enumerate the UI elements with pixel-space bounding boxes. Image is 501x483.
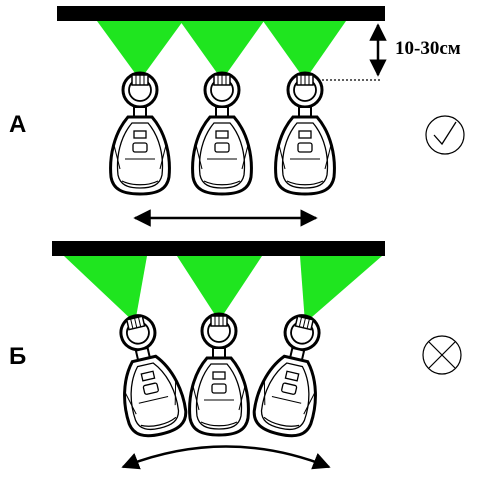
mounting-bar-bottom — [52, 241, 385, 256]
section-b — [52, 241, 462, 470]
scanner-device — [191, 71, 253, 196]
scanner-device — [274, 71, 336, 196]
scanner-device — [103, 307, 192, 443]
scan-beam — [64, 256, 147, 323]
distance-label: 10-30см — [395, 38, 461, 59]
mounting-bar-top — [57, 6, 385, 21]
section-b-label: Б — [9, 343, 27, 370]
scan-beam — [177, 256, 262, 321]
section-a — [57, 6, 465, 227]
scanner-device — [188, 312, 250, 437]
scanner-device — [248, 307, 337, 443]
cross-circle-icon — [422, 335, 462, 375]
scanner-device — [109, 71, 171, 196]
curved-arrow — [121, 445, 331, 470]
scan-beam — [263, 21, 346, 80]
section-a-label: А — [9, 111, 27, 138]
scan-beam — [300, 256, 382, 323]
scan-beam — [180, 21, 264, 80]
check-circle-icon — [425, 115, 465, 155]
scan-beam — [97, 21, 183, 80]
